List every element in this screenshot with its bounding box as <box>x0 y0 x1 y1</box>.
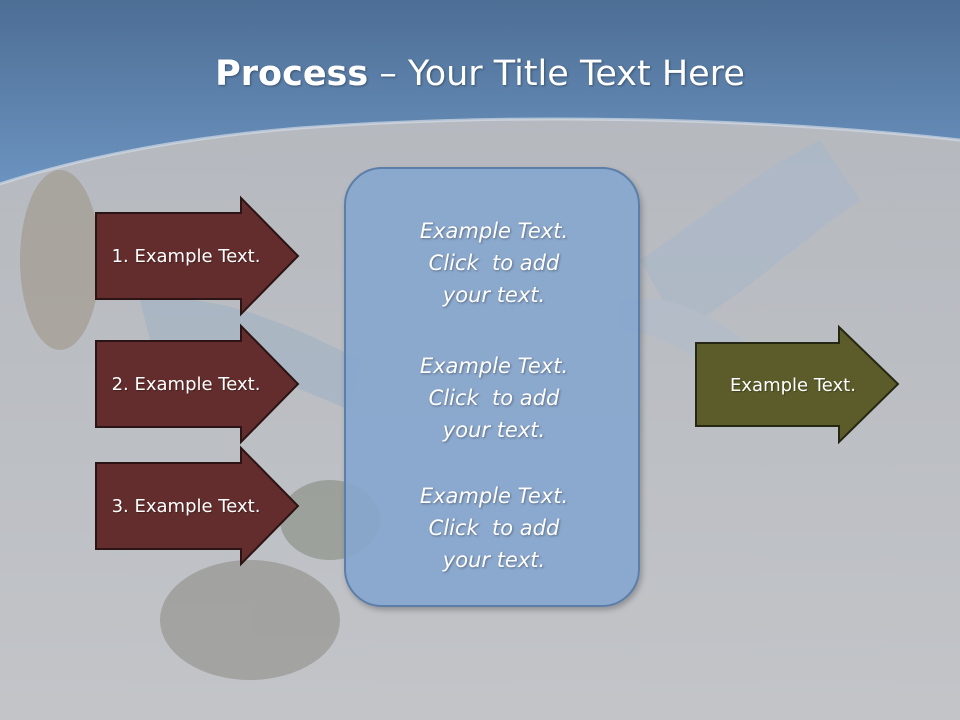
block-line: your text. <box>442 283 546 307</box>
output-arrow-label: Example Text. <box>730 374 856 396</box>
process-text-block-1: Example Text. Click to add your text. <box>346 215 642 311</box>
block-line: Example Text. <box>419 219 569 243</box>
title-bold: Process <box>215 54 369 94</box>
block-line: Example Text. <box>419 484 569 508</box>
slide-title: Process – Your Title Text Here <box>0 52 960 96</box>
process-text-block-2: Example Text. Click to add your text. <box>346 350 642 446</box>
process-box: Example Text. Click to add your text. Ex… <box>344 167 640 607</box>
title-rest: – Your Title Text Here <box>368 54 745 94</box>
input-arrow-label: 2. Example Text. <box>111 373 261 395</box>
block-line: Click to add <box>428 516 560 540</box>
input-arrow-2: 2. Example Text. <box>95 323 301 445</box>
input-arrow-1: 1. Example Text. <box>95 195 301 317</box>
input-arrow-3: 3. Example Text. <box>95 445 301 567</box>
block-line: Click to add <box>428 251 560 275</box>
output-arrow: Example Text. <box>695 324 901 445</box>
input-arrow-label: 3. Example Text. <box>111 495 261 517</box>
process-text-block-3: Example Text. Click to add your text. <box>346 480 642 576</box>
block-line: Example Text. <box>419 354 569 378</box>
input-arrow-label: 1. Example Text. <box>111 245 261 267</box>
block-line: your text. <box>442 418 546 442</box>
block-line: Click to add <box>428 386 560 410</box>
block-line: your text. <box>442 548 546 572</box>
